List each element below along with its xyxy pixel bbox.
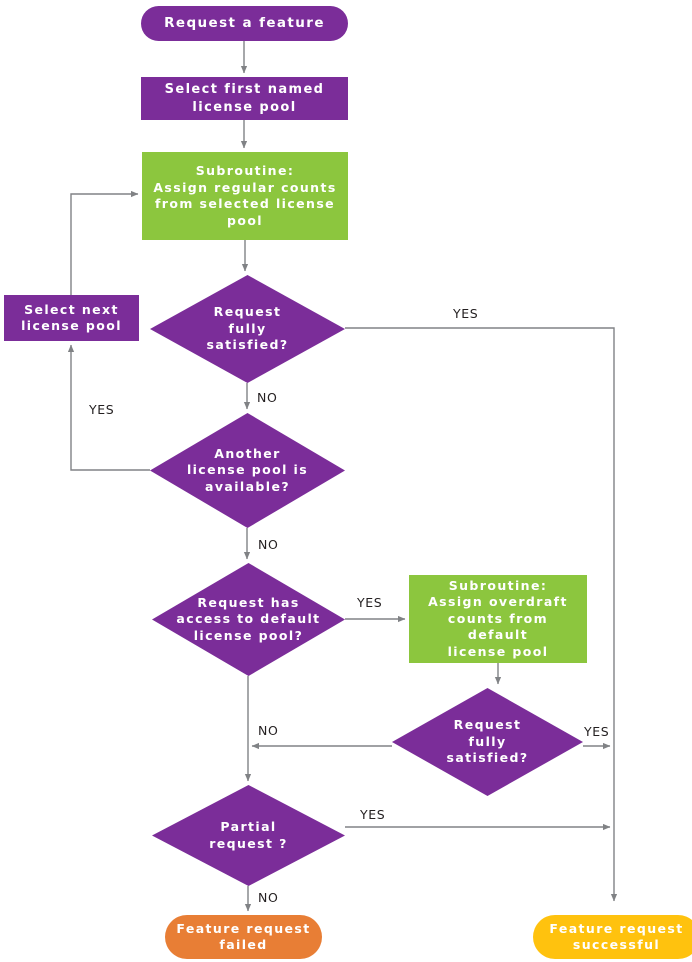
node-label: Select first named license pool bbox=[164, 82, 325, 115]
node-decision-another-license-pool-available[interactable]: Another license pool is available? bbox=[150, 413, 345, 528]
node-decision-request-fully-satisfied-1[interactable]: Request fully satisfied? bbox=[150, 275, 345, 383]
connector-select-next-to-subroutine bbox=[70, 190, 139, 295]
node-label: Request fully satisfied? bbox=[206, 304, 289, 353]
diamond-shape-icon bbox=[152, 563, 345, 676]
node-select-next-license-pool[interactable]: Select next license pool bbox=[4, 295, 139, 341]
node-decision-partial-request[interactable]: Partial request ? bbox=[152, 785, 345, 886]
node-label: Partial request ? bbox=[209, 819, 288, 851]
edge-label-yes-satisfied-1: YES bbox=[453, 306, 479, 321]
node-start-request-a-feature[interactable]: Request a feature bbox=[141, 6, 348, 41]
node-label: Another license pool is available? bbox=[186, 445, 309, 494]
node-label: Select next license pool bbox=[21, 301, 122, 334]
edge-label-no-satisfied-2: NO bbox=[258, 723, 279, 738]
node-label: Request has access to default license po… bbox=[176, 594, 321, 643]
diamond-shape-icon bbox=[150, 275, 345, 383]
node-label: Subroutine: Assign overdraft counts from… bbox=[428, 577, 568, 659]
node-end-feature-request-successful[interactable]: Feature request successful bbox=[533, 915, 692, 959]
diamond-shape-icon bbox=[152, 785, 345, 886]
node-label: Feature request failed bbox=[176, 920, 311, 953]
node-label: Subroutine: Assign regular counts from s… bbox=[153, 163, 337, 228]
edge-label-yes-partial: YES bbox=[360, 807, 386, 822]
edge-label-yes-another-pool: YES bbox=[89, 402, 115, 417]
node-decision-request-fully-satisfied-2[interactable]: Request fully satisfied? bbox=[392, 688, 583, 796]
edge-label-no-partial: NO bbox=[258, 890, 279, 905]
node-decision-request-has-access-to-default-license-pool[interactable]: Request has access to default license po… bbox=[152, 563, 345, 676]
node-label: Feature request successful bbox=[549, 920, 684, 953]
edge-label-yes-default-access: YES bbox=[357, 595, 383, 610]
node-end-feature-request-failed[interactable]: Feature request failed bbox=[165, 915, 322, 959]
node-subroutine-assign-regular-counts[interactable]: Subroutine: Assign regular counts from s… bbox=[142, 152, 348, 240]
diamond-shape-icon bbox=[150, 413, 345, 528]
edge-label-no-another-pool: NO bbox=[258, 537, 279, 552]
connector-decision-2-yes-left bbox=[67, 344, 150, 471]
connector-decision-1-yes-right bbox=[345, 327, 618, 902]
edge-label-no-satisfied-1: NO bbox=[257, 390, 278, 405]
node-label: Request fully satisfied? bbox=[446, 717, 529, 766]
diamond-shape-icon bbox=[392, 688, 583, 796]
node-subroutine-assign-overdraft-counts[interactable]: Subroutine: Assign overdraft counts from… bbox=[409, 575, 587, 663]
node-select-first-named-license-pool[interactable]: Select first named license pool bbox=[141, 77, 348, 120]
edge-label-yes-satisfied-2: YES bbox=[584, 724, 610, 739]
node-label: Request a feature bbox=[164, 14, 325, 31]
